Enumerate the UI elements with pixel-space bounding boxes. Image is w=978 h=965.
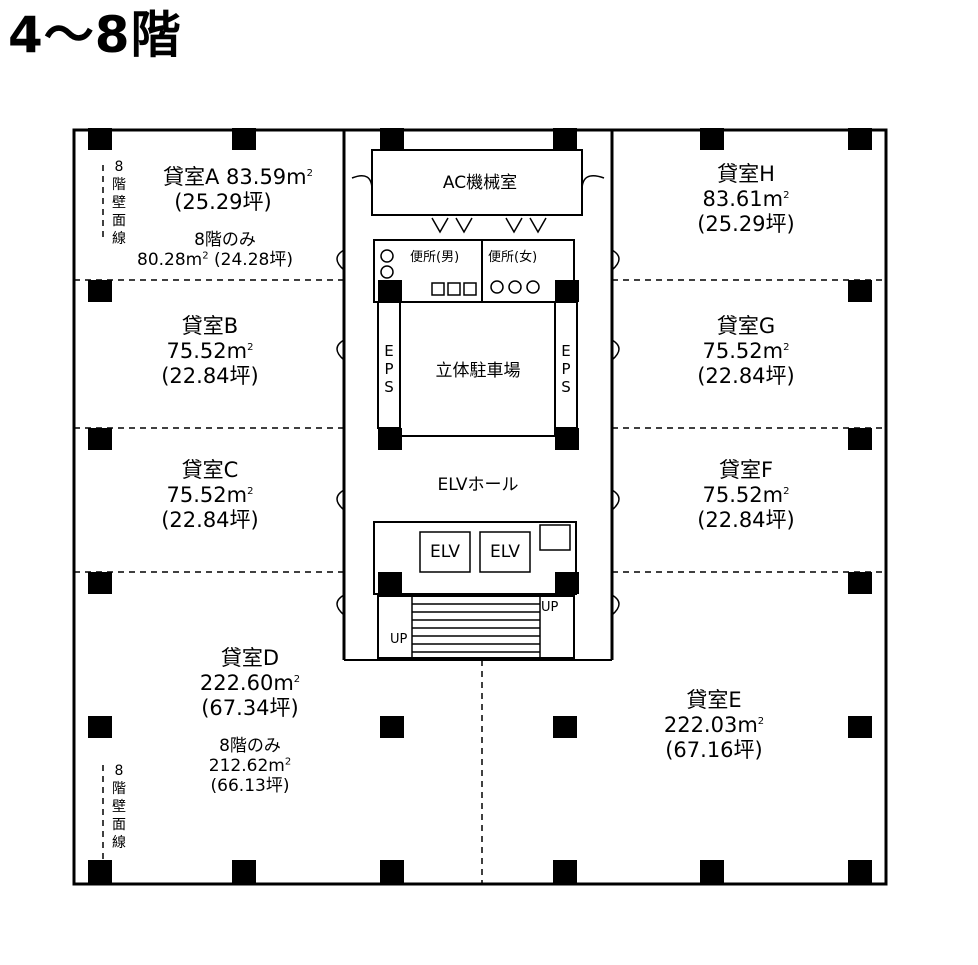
room-b-area: 75.52m <box>166 339 248 363</box>
room-a-area: 83.59m <box>226 165 307 189</box>
room-a: 貸室A 83.59m2 (25.29坪) <box>138 165 338 215</box>
outer-wall <box>72 128 888 886</box>
room-d-name: 貸室D <box>220 646 280 670</box>
room-f: 貸室F 75.52m2 (22.84坪) <box>636 458 856 533</box>
room-e-area: 222.03m <box>663 713 758 737</box>
sup: 2 <box>247 342 254 353</box>
sup: 2 <box>306 168 313 179</box>
room-h-area: 83.61m <box>702 187 784 211</box>
elevator-2 <box>479 531 531 573</box>
room-b-tsubo: (22.84坪) <box>161 364 259 388</box>
room-a-note-label: 8階のみ <box>194 230 256 250</box>
columns <box>88 128 872 884</box>
wc-female-label: 便所(女) <box>488 250 538 265</box>
sup: 2 <box>783 190 790 201</box>
room-b: 貸室B 75.52m2 (22.84坪) <box>100 314 320 389</box>
stairs-up-right: UP <box>541 600 559 615</box>
room-d-note-label: 8階のみ <box>219 736 281 756</box>
parking <box>399 301 556 437</box>
wall-line-label-top: 8階壁面線 <box>112 159 126 247</box>
elevator-2-label: ELV <box>490 542 520 562</box>
room-a-tsubo: (25.29坪) <box>174 190 272 214</box>
room-h: 貸室H 83.61m2 (25.29坪) <box>636 162 856 237</box>
room-e-tsubo: (67.16坪) <box>665 738 763 762</box>
page-title: 4～8階 <box>8 6 182 64</box>
room-e-name: 貸室E <box>686 688 742 712</box>
room-f-area: 75.52m <box>702 483 784 507</box>
ac-room <box>371 149 583 216</box>
elevator-block <box>373 521 577 595</box>
room-b-name: 貸室B <box>181 314 239 338</box>
room-d-note: 8階のみ 212.62m2 (66.13坪) <box>160 736 340 796</box>
room-g-area: 75.52m <box>702 339 784 363</box>
stairs <box>377 595 575 659</box>
room-f-tsubo: (22.84坪) <box>697 508 795 532</box>
parking-label: 立体駐車場 <box>435 361 521 381</box>
room-d-note-area: 212.62m <box>208 756 285 776</box>
room-g-name: 貸室G <box>716 314 776 338</box>
sup: 2 <box>202 250 209 262</box>
room-c: 貸室C 75.52m2 (22.84坪) <box>100 458 320 533</box>
doors <box>336 249 620 616</box>
sup: 2 <box>284 756 292 768</box>
room-e: 貸室E 222.03m2 (67.16坪) <box>604 688 824 763</box>
eps-right-label: EPS <box>561 342 571 396</box>
elevator-1-label: ELV <box>430 542 460 562</box>
room-f-name: 貸室F <box>718 458 774 482</box>
stairs-up-left: UP <box>390 632 408 647</box>
room-d-note-tsubo: (66.13坪) <box>210 776 290 796</box>
elv-hall-label: ELVホール <box>437 475 519 495</box>
room-c-area: 75.52m <box>166 483 248 507</box>
room-c-name: 貸室C <box>181 458 239 482</box>
room-h-tsubo: (25.29坪) <box>697 212 795 236</box>
elevator-1 <box>419 531 471 573</box>
room-d-area: 222.60m <box>199 671 294 695</box>
room-a-name: 貸室A <box>162 165 220 189</box>
sup: 2 <box>783 486 790 497</box>
toilet-fixtures <box>380 217 547 296</box>
room-d-tsubo: (67.34坪) <box>201 696 299 720</box>
eps-left-label: EPS <box>384 342 394 396</box>
sup: 2 <box>783 342 790 353</box>
sup: 2 <box>757 716 765 727</box>
sup: 2 <box>293 674 301 685</box>
partition-lines <box>74 165 886 884</box>
room-a-note-area: 80.28m <box>137 250 203 270</box>
room-h-name: 貸室H <box>717 162 775 186</box>
wall-line-label-bottom: 8階壁面線 <box>112 763 126 851</box>
wc-male-label: 便所(男) <box>410 250 460 265</box>
room-a-note-tsubo: (24.28坪) <box>214 250 293 270</box>
wc-area <box>373 239 575 303</box>
room-g-tsubo: (22.84坪) <box>697 364 795 388</box>
room-a-note: 8階のみ 80.28m2 (24.28坪) <box>100 230 330 270</box>
room-c-tsubo: (22.84坪) <box>161 508 259 532</box>
room-g: 貸室G 75.52m2 (22.84坪) <box>636 314 856 389</box>
ac-room-label: AC機械室 <box>442 173 518 193</box>
sup: 2 <box>247 486 254 497</box>
room-d: 貸室D 222.60m2 (67.34坪) <box>140 646 360 721</box>
